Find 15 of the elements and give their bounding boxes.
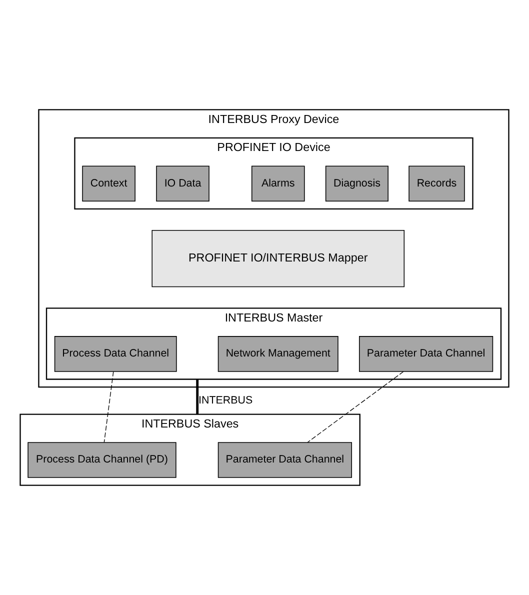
edge-label: INTERBUS [198, 394, 253, 406]
node-box: Parameter Data Channel [359, 336, 494, 372]
node-box: Process Data Channel [54, 336, 177, 372]
node-box: PROFINET IO/INTERBUS Mapper [152, 230, 405, 288]
connector [307, 371, 404, 443]
node-box: Network Management [218, 336, 338, 372]
connector [196, 379, 199, 414]
node-box: Diagnosis [325, 166, 388, 202]
node-box: IO Data [156, 166, 210, 202]
node-box: Context [82, 166, 136, 202]
node-box: Alarms [251, 166, 305, 202]
node-box: Parameter Data Channel [218, 442, 352, 478]
node-box: Records [408, 166, 465, 202]
connector [104, 371, 114, 443]
node-box: Process Data Channel (PD) [28, 442, 176, 478]
